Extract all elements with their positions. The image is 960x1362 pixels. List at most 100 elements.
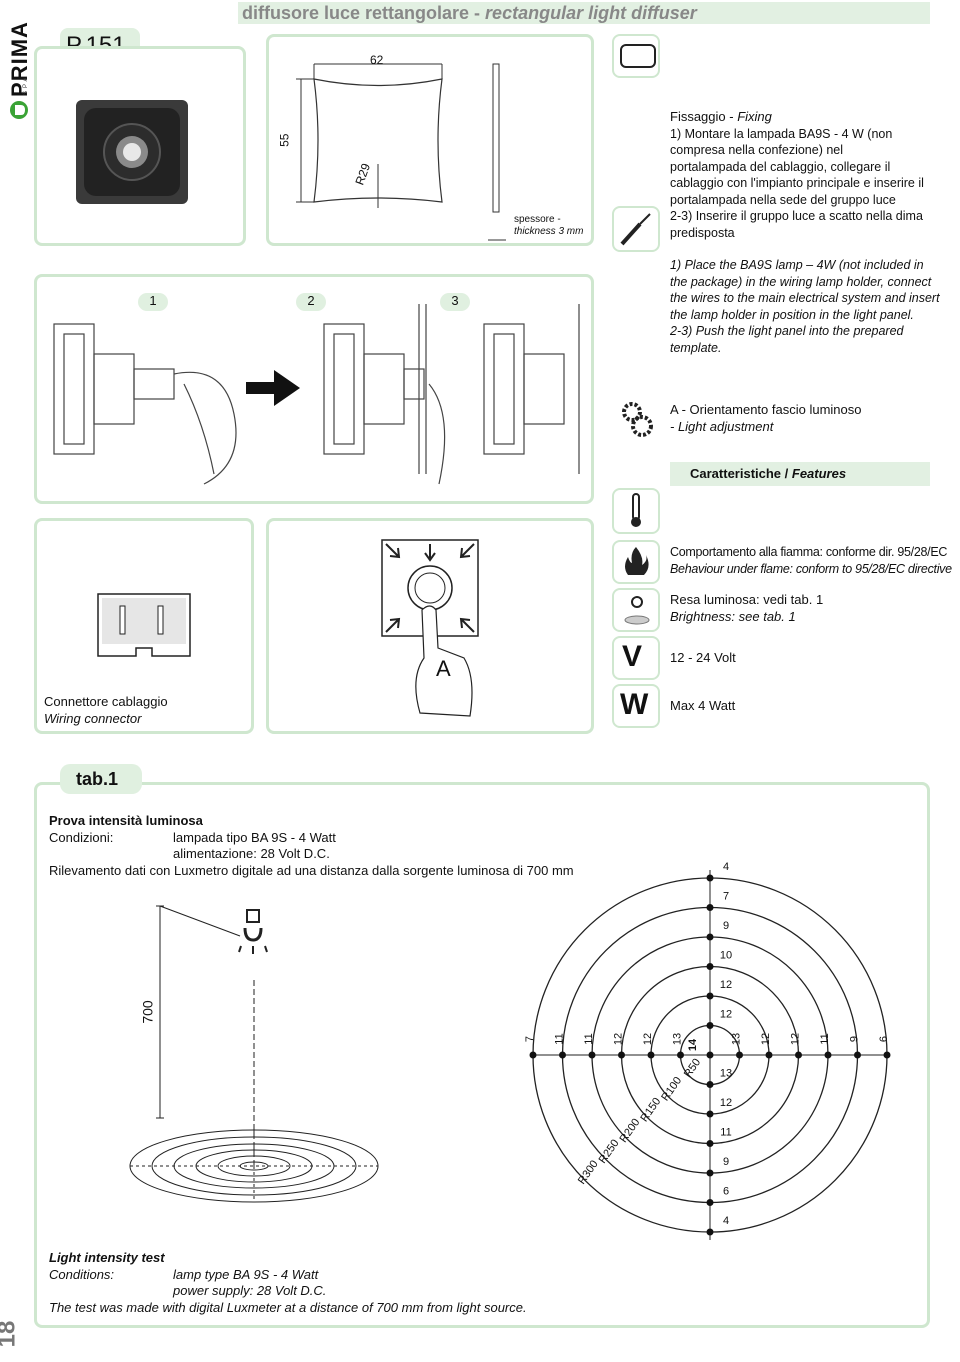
step-badge-1: 1 — [138, 293, 168, 311]
radius-label: R200 — [618, 1117, 643, 1145]
point-dot — [677, 1051, 684, 1059]
features-header: Caratteristiche / Features — [670, 462, 930, 486]
point-dot — [706, 1140, 714, 1147]
en-test-title: Light intensity test — [49, 1250, 165, 1265]
conditions-label: Condizioni: — [49, 829, 114, 845]
horizontal-left-value: 13 — [672, 1033, 684, 1045]
tab-badge — [60, 764, 142, 794]
fixing-it-line: portalampada del cablaggio, collegare il — [670, 159, 891, 174]
fixing-en-line: the package) in the wiring lamp holder, … — [670, 274, 932, 289]
installation-illustration — [53, 304, 580, 485]
en-conditions-row: Conditions: lamp type BA 9S - 4 Watt — [49, 1267, 669, 1284]
light-cone-drawing — [129, 905, 379, 1203]
center-value: 14 — [687, 1038, 699, 1051]
volt-icon-panel — [612, 636, 660, 680]
header-title-en: rectangular light diffuser — [485, 3, 697, 23]
radius-label: R300 — [576, 1158, 601, 1186]
volt-text: 12 - 24 Volt — [670, 650, 736, 665]
horizontal-left-value: 11 — [554, 1033, 566, 1044]
point-dot — [706, 1022, 714, 1029]
point-dot — [618, 1051, 625, 1059]
dimension-drawing — [296, 63, 506, 241]
test-conditions-it: Prova intensità luminosa Condizioni:lamp… — [49, 813, 669, 879]
condition-2-row: alimentazione: 28 Volt D.C. — [49, 846, 669, 863]
point-dot — [706, 1199, 714, 1206]
watt-text: Max 4 Watt — [670, 698, 736, 713]
horizontal-right-value: 11 — [819, 1033, 831, 1044]
screwdriver-icon — [620, 213, 651, 246]
condition-2: alimentazione: 28 Volt D.C. — [173, 846, 330, 861]
point-dot — [706, 1081, 714, 1088]
product-photo — [76, 100, 188, 204]
brightness-text: Resa luminosa: vedi tab. 1 Brightness: s… — [670, 592, 823, 625]
features-header-en: Features — [791, 466, 847, 481]
connector-en: Wiring connector — [44, 710, 142, 726]
vertical-top-value: 9 — [723, 920, 729, 932]
brightness-it: Resa luminosa: vedi tab. 1 — [670, 592, 824, 607]
dimension-drawing-panel — [266, 34, 594, 246]
connector-caption: Connettore cablaggio Wiring connector — [44, 694, 168, 727]
en-condition-1: lamp type BA 9S - 4 Watt — [173, 1266, 319, 1282]
flame-icon — [625, 547, 649, 575]
en-condition-2-row: power supply: 28 Volt D.C. — [49, 1283, 669, 1300]
point-dot — [765, 1051, 773, 1059]
test-conditions-en: Light intensity test Conditions: lamp typ… — [49, 1250, 669, 1316]
vertical-top-value: 10 — [720, 950, 732, 962]
en-condition-2: power supply: 28 Volt D.C. — [173, 1283, 327, 1298]
fixing-it-line: 1) Montare la lampada BA9S - 4 W (non — [670, 126, 893, 141]
header-title-it: diffusore luce rettangolare - — [242, 3, 486, 23]
point-dot — [706, 933, 714, 941]
gears-icon — [622, 402, 653, 437]
installation-steps-panel — [34, 274, 594, 504]
connector-it: Connettore cablaggio — [44, 694, 168, 709]
fixing-en-line: 2-3) Push the light panel into the prepa… — [670, 324, 904, 338]
horizontal-left-value: 11 — [583, 1033, 595, 1044]
point-dot — [706, 1169, 714, 1177]
radius-label: R250 — [597, 1137, 622, 1165]
point-dot — [559, 1051, 566, 1059]
point-dot — [736, 1051, 743, 1059]
point-dot — [795, 1051, 802, 1059]
point-dot — [706, 992, 714, 1000]
connector-drawing — [97, 593, 191, 657]
fixing-it-line: cablaggio con l'impianto principale e in… — [670, 176, 924, 190]
fixing-en-line: template. — [670, 340, 722, 355]
adjust-it: A - Orientamento fascio luminoso — [670, 402, 862, 417]
flame-it: Comportamento alla fiamma: conforme dir.… — [670, 545, 948, 559]
point-dot — [883, 1051, 891, 1059]
vertical-bottom-value: 4 — [723, 1215, 729, 1227]
point-dot — [706, 874, 714, 882]
features-header-it: Caratteristiche / — [690, 466, 792, 481]
point-dot — [588, 1051, 596, 1059]
fixing-en-line: the wires to the main electrical system … — [670, 291, 940, 305]
fixing-title-en: Fixing — [737, 109, 772, 124]
horizontal-left-value: 7 — [524, 1036, 536, 1042]
radius-label: R100 — [659, 1075, 684, 1103]
adjust-block: A - Orientamento fascio luminoso - Light… — [670, 402, 861, 435]
fixing-it-line: portalampada nella sede del gruppo luce — [670, 192, 896, 207]
bulb-icon — [238, 909, 268, 954]
logo-text: PRIMA — [7, 21, 32, 97]
adjust-letter: A — [436, 656, 451, 681]
point-dot — [706, 1051, 714, 1059]
fixing-title-it: Fissaggio - — [670, 109, 738, 124]
condition-1: lampada tipo BA 9S - 4 Watt — [173, 829, 336, 845]
horizontal-left-value: 12 — [642, 1033, 654, 1045]
brightness-icon-panel — [612, 588, 660, 632]
fixing-block: Fissaggio - Fixing 1) Montare la lampada… — [670, 109, 960, 356]
vertical-top-value: 12 — [720, 1009, 732, 1021]
en-conditions-label: Conditions: — [49, 1266, 115, 1282]
en-test-note: The test was made with digital Luxmeter … — [49, 1299, 527, 1315]
horizontal-right-value: 12 — [760, 1033, 772, 1045]
horizontal-left-value: 12 — [613, 1033, 625, 1045]
point-dot — [529, 1051, 537, 1059]
radius-label: R150 — [638, 1096, 663, 1124]
brand-logo: PRIMA — [2, 10, 36, 120]
product-photo-panel — [34, 46, 246, 246]
watt-icon: W — [620, 688, 649, 721]
horizontal-right-value: 13 — [731, 1033, 743, 1045]
flame-en: Behaviour under flame: conform to 95/28/… — [670, 561, 952, 576]
vertical-top-value: 4 — [723, 861, 729, 873]
point-dot — [647, 1051, 655, 1059]
